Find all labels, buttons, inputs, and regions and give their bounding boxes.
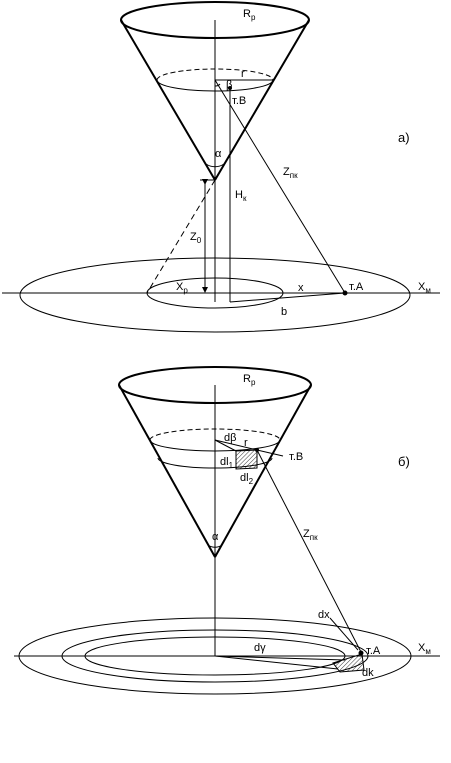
point-a-dot xyxy=(342,290,348,296)
label-xm: Xм xyxy=(418,281,431,295)
point-a-dot-b xyxy=(358,650,364,656)
radius-line-b xyxy=(214,439,258,451)
beta-arc xyxy=(214,83,221,87)
label-beta: β xyxy=(226,79,232,91)
dx-leader xyxy=(329,617,359,651)
cone-left-edge-b xyxy=(118,384,216,558)
panel-b-label: б) xyxy=(398,454,410,469)
label-zpk: Zпк xyxy=(283,166,298,180)
alpha-arc xyxy=(205,163,225,168)
label-dbeta: dβ xyxy=(224,432,236,444)
label-dgamma: dγ xyxy=(254,642,266,654)
dgamma-line-1 xyxy=(214,655,339,670)
label-point-b: т.В xyxy=(232,95,246,107)
panel-a-labels: Rp r β т.В α Zпк Hк Z0 Xp x т.А Xм b а) xyxy=(176,8,431,318)
label-dk: dk xyxy=(362,667,374,679)
label-point-a-b: т.А xyxy=(366,645,381,657)
label-r: r xyxy=(241,68,245,80)
cone-left-edge xyxy=(120,19,216,181)
label-hk: Hк xyxy=(235,189,247,203)
label-xm-b: Xм xyxy=(418,642,431,656)
dk-element xyxy=(332,653,365,673)
panel-b-labels: Rp dβ r т.В dl1 dl2 Zпк α dx Xм dγ т.А d… xyxy=(212,373,431,679)
label-z0: Z0 xyxy=(190,231,202,245)
label-r-b: r xyxy=(244,437,248,449)
cone-right-edge xyxy=(214,19,310,181)
panel-a-label: а) xyxy=(398,130,410,145)
label-dl2: dl2 xyxy=(240,472,254,486)
panel-a xyxy=(2,1,440,333)
label-alpha: α xyxy=(215,148,222,160)
label-dx: dx xyxy=(318,609,330,621)
zpk-line-b xyxy=(256,449,362,653)
label-xp: Xp xyxy=(176,281,188,295)
point-b-leader xyxy=(256,449,284,457)
dl-element xyxy=(235,449,258,470)
b-line xyxy=(229,292,346,303)
label-rp-b: Rp xyxy=(243,373,256,387)
dgamma-line-2 xyxy=(214,655,346,661)
panel-b xyxy=(14,366,440,695)
dbeta-line xyxy=(214,439,237,452)
label-rp: Rp xyxy=(243,8,256,22)
label-dl1: dl1 xyxy=(220,456,234,470)
label-x: x xyxy=(298,282,304,294)
label-point-b-b: т.В xyxy=(289,451,303,463)
label-b: b xyxy=(281,306,287,318)
label-point-a: т.А xyxy=(349,281,364,293)
cone-right-edge-b xyxy=(214,384,312,558)
zpk-line xyxy=(214,79,346,294)
point-b-dot xyxy=(228,86,232,90)
alpha-arc-b xyxy=(207,544,223,548)
point-b-dot-b xyxy=(255,448,259,452)
label-zpk-b: Zпк xyxy=(303,528,318,542)
label-alpha-b: α xyxy=(212,531,219,543)
